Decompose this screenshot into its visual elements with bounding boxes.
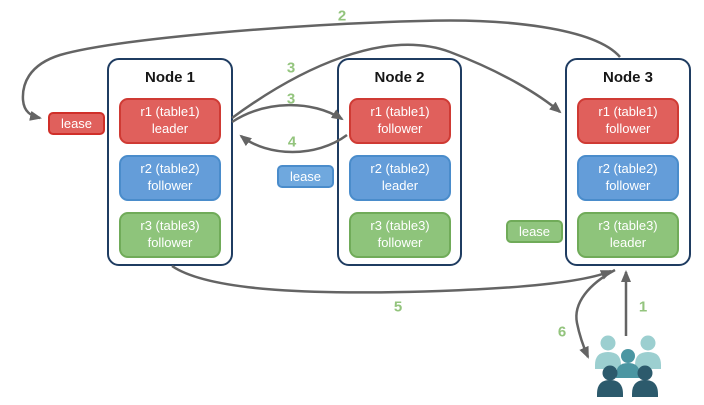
node-1-box: Node 1 r1 (table1) leader r2 (table2) fo… (107, 58, 233, 266)
replica-role: follower (147, 178, 193, 193)
arrow-step-6 (575, 268, 616, 359)
node-3-replica-r3: r3 (table3) leader (577, 212, 679, 258)
step-label-2: 2 (337, 7, 347, 25)
node-1-title: Node 1 (144, 69, 195, 86)
node-1-replica-r1: r1 (table1) leader (119, 98, 221, 144)
replica-role: leader (609, 235, 647, 250)
replica-name: r1 (table1) (370, 104, 430, 120)
arrow-step-5 (171, 264, 613, 294)
replica-name: r2 (table2) (370, 161, 430, 177)
node-2-replica-r1: r1 (table1) follower (349, 98, 451, 144)
lease-badge-r2: lease (277, 165, 334, 188)
step-label-1: 1 (638, 298, 648, 316)
step-label-4: 4 (287, 133, 297, 151)
replica-name: r3 (table3) (370, 218, 430, 234)
replica-role: follower (605, 178, 651, 193)
node-1-replica-r3: r3 (table3) follower (119, 212, 221, 258)
replica-name: r2 (table2) (598, 161, 658, 177)
replica-role: follower (377, 121, 423, 136)
node-3-replica-r2: r2 (table2) follower (577, 155, 679, 201)
users-icon (595, 335, 661, 397)
replica-role: leader (381, 178, 419, 193)
step-label-5: 5 (393, 298, 403, 316)
replica-role: follower (605, 121, 651, 136)
node-3-replica-r1: r1 (table1) follower (577, 98, 679, 144)
replica-role: follower (147, 235, 193, 250)
arrow-step-3-to-node2 (231, 103, 344, 124)
node-2-replica-r2: r2 (table2) leader (349, 155, 451, 201)
node-2-replica-r3: r3 (table3) follower (349, 212, 451, 258)
node-3-box: Node 3 r1 (table1) follower r2 (table2) … (565, 58, 691, 266)
replica-name: r2 (table2) (140, 161, 200, 177)
lease-badge-r1: lease (48, 112, 105, 135)
replica-name: r3 (table3) (598, 218, 658, 234)
step-label-3a: 3 (286, 59, 296, 77)
node-2-box: Node 2 r1 (table1) follower r2 (table2) … (337, 58, 462, 266)
node-1-replica-r2: r2 (table2) follower (119, 155, 221, 201)
replica-name: r1 (table1) (140, 104, 200, 120)
replica-role: leader (151, 121, 189, 136)
node-3-title: Node 3 (602, 69, 653, 86)
replica-role: follower (377, 235, 423, 250)
replica-name: r1 (table1) (598, 104, 658, 120)
replica-name: r3 (table3) (140, 218, 200, 234)
step-label-6: 6 (557, 323, 567, 341)
step-label-3b: 3 (286, 90, 296, 108)
node-2-title: Node 2 (374, 69, 425, 86)
lease-badge-r3: lease (506, 220, 563, 243)
